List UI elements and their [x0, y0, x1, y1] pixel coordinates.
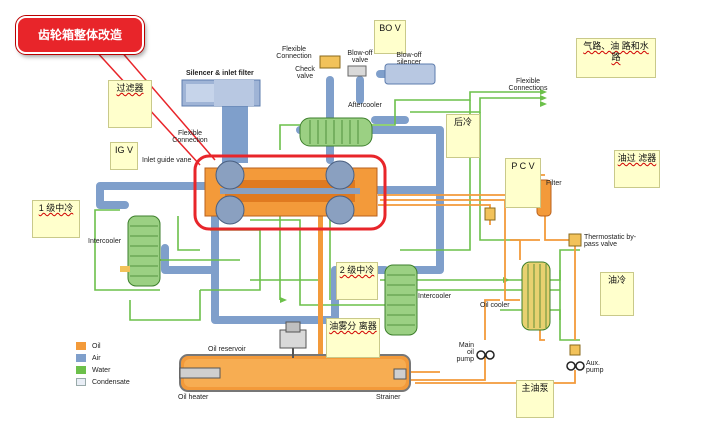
note-stage1: 1 级中冷: [32, 200, 80, 238]
label-aftercooler: Aftercooler: [348, 102, 382, 109]
legend-swatch-water: [76, 366, 86, 375]
blowoff-valve: [347, 65, 367, 77]
note-oil-cooling: 油冷: [600, 272, 634, 316]
note-igv: IG V: [110, 142, 138, 170]
label-filter: Filter: [546, 180, 562, 187]
legend-air: Air: [76, 354, 101, 364]
pcv-valve: [484, 207, 496, 221]
thermostatic-valve: [568, 233, 582, 247]
legend-water: Water: [76, 366, 110, 376]
label-oil-cooler: Oil cooler: [480, 302, 510, 309]
note-aftercooling: 后冷: [446, 114, 480, 158]
oil-riser: [318, 210, 323, 358]
legend-swatch-oil: [76, 342, 86, 351]
gearbox-highlight: [193, 154, 387, 231]
label-main-oil-pump: Main oil pump: [456, 342, 474, 363]
label-inlet-guide-vane: Inlet guide vane: [142, 157, 192, 164]
main-oil-pump: [476, 350, 495, 360]
legend-swatch-condensate: [76, 378, 86, 387]
legend-label-water: Water: [92, 367, 111, 374]
pressure-valve: [569, 344, 581, 356]
label-strainer: Strainer: [376, 394, 401, 401]
label-blowoff-valve: Blow-off valve: [347, 50, 373, 64]
label-aux-pump: Aux. pump: [586, 360, 604, 374]
aux-pump: [566, 361, 585, 371]
label-blowoff-silencer: Blow-off silencer: [396, 52, 422, 66]
inlet-duct: [222, 105, 248, 163]
legend-label-condensate: Condensate: [92, 379, 130, 386]
oil-mist-separator: [279, 321, 307, 358]
oil-cooler: [521, 261, 551, 331]
check-valve: [319, 55, 341, 69]
label-flexible-connection-top: Flexible Connection: [276, 46, 312, 60]
intercooler-2: [384, 264, 418, 336]
intercooler-1: [120, 215, 161, 287]
inlet-filter: [181, 79, 261, 107]
note-bov: BO V: [374, 20, 406, 54]
label-check-valve: Check valve: [295, 66, 315, 80]
note-main-pump: 主油泵: [516, 380, 554, 418]
note-oil-filter: 油过 滤器: [614, 150, 660, 188]
gearbox-callout: 齿轮箱整体改造: [16, 16, 144, 54]
legend-condensate: Condensate: [76, 378, 130, 388]
label-oil-heater: Oil heater: [178, 394, 209, 401]
legend-oil: Oil: [76, 342, 101, 352]
legend-swatch-air: [76, 354, 86, 363]
note-oil-mist: 油雾分 离器: [326, 318, 380, 358]
note-stage2: 2 级中冷: [336, 262, 378, 300]
compressor-gearbox: [204, 160, 378, 225]
legend-label-air: Air: [92, 355, 101, 362]
note-pcv: P C V: [505, 158, 541, 208]
label-intercooler-left: Intercooler: [88, 238, 122, 245]
oil-reservoir: [179, 354, 411, 392]
note-air-oil-path: 气路、油 路和水路: [576, 38, 656, 78]
label-intercooler-right: Intercooler: [418, 293, 452, 300]
label-silencer-inlet-filter: Silencer & inlet filter: [186, 70, 254, 77]
note-filter: 过滤器: [108, 80, 152, 128]
aftercooler: [299, 117, 373, 147]
callout-pointer: [119, 49, 216, 161]
blowoff-silencer: [384, 63, 436, 85]
label-flexible-connections-right: Flexible Connections: [508, 78, 548, 92]
label-oil-reservoir: Oil reservoir: [208, 346, 246, 353]
label-thermostatic-valve: Thermostatic by-pass valve: [584, 234, 637, 248]
legend-label-oil: Oil: [92, 343, 101, 350]
label-flexible-connection-left: Flexible Connection: [172, 130, 208, 144]
